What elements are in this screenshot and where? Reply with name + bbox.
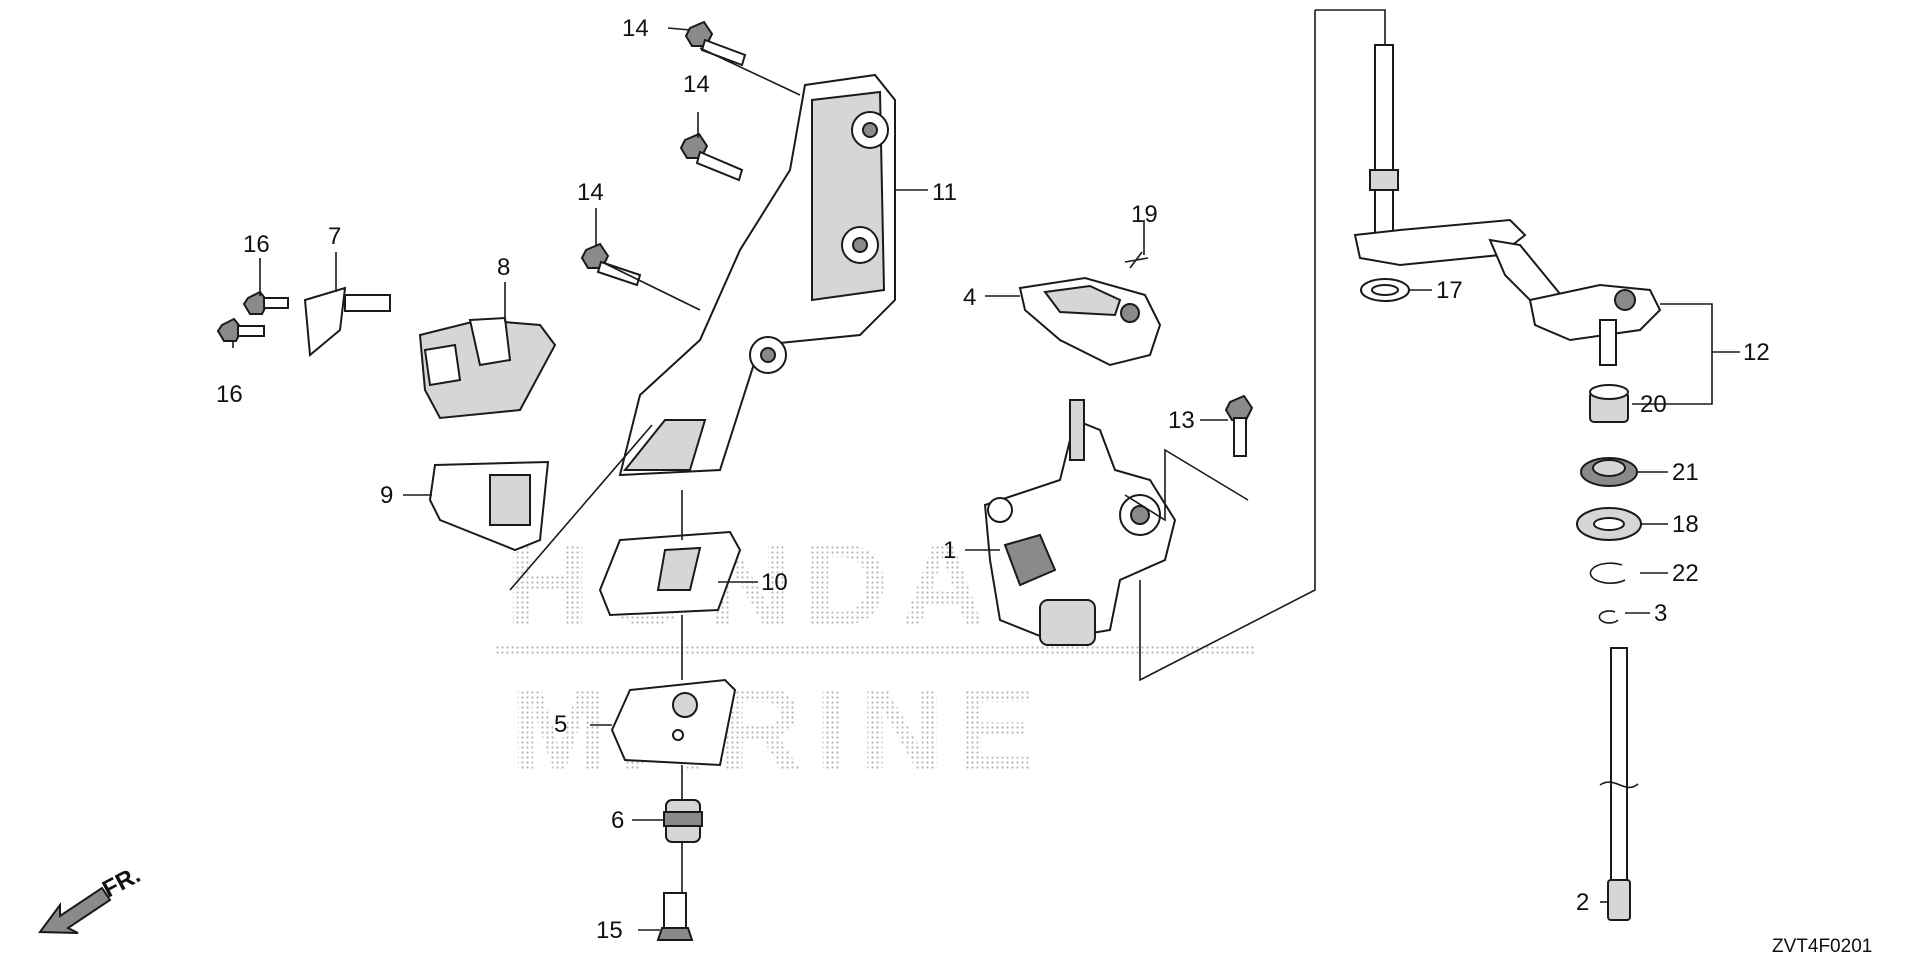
leader-lines — [232, 9, 1740, 931]
bolt-14-left — [580, 242, 642, 287]
watermark: HONDA MARINE — [495, 519, 1255, 796]
part-6-collar — [663, 799, 703, 843]
bolt-16-lower — [216, 317, 265, 342]
watermark-line-2: MARINE — [510, 664, 1047, 796]
part-11-shift-bracket — [618, 73, 896, 477]
front-direction-arrow: FR. — [38, 861, 145, 934]
callout-5: 5 — [554, 711, 567, 738]
bolt-16-upper — [242, 290, 289, 315]
callout-20: 20 — [1640, 391, 1667, 418]
watermark-line-1: HONDA — [505, 519, 998, 651]
callout-17: 17 — [1436, 277, 1463, 304]
callout-4: 4 — [963, 284, 976, 311]
callout-numbers: 14 14 14 11 19 4 16 16 7 8 9 10 5 6 15 1… — [216, 15, 1770, 944]
part-9-rubber-plate — [428, 460, 550, 552]
part-10-rubber-pad — [598, 530, 742, 617]
callout-14-middle: 14 — [683, 71, 710, 98]
callout-11: 11 — [932, 179, 957, 206]
bolt-14-top — [684, 20, 747, 67]
callout-1: 1 — [943, 537, 956, 564]
part-20-bushing — [1589, 384, 1629, 423]
callout-8: 8 — [497, 254, 510, 281]
part-5-plate — [610, 678, 737, 767]
callout-14-top: 14 — [622, 15, 649, 42]
callout-12: 12 — [1743, 339, 1770, 366]
callout-7: 7 — [328, 223, 341, 250]
callout-9: 9 — [380, 482, 393, 509]
part-17-washer — [1360, 278, 1410, 302]
diagram-code: ZVT4F0201 — [1772, 936, 1872, 957]
callout-10: 10 — [761, 569, 788, 596]
callout-15: 15 — [596, 917, 623, 944]
callout-18: 18 — [1672, 511, 1699, 538]
part-3-e-ring — [1598, 610, 1619, 624]
part-2-shift-rod — [1599, 647, 1639, 921]
callout-3: 3 — [1654, 600, 1667, 627]
bolt-13 — [1224, 394, 1254, 457]
part-8-bracket — [418, 316, 557, 420]
bolt-15 — [656, 892, 694, 941]
callout-21: 21 — [1672, 459, 1699, 486]
callout-2: 2 — [1576, 889, 1589, 916]
part-21-oil-seal — [1580, 457, 1638, 487]
callout-16-upper: 16 — [243, 231, 270, 258]
callout-14-left: 14 — [577, 179, 604, 206]
bolt-14-middle — [679, 132, 744, 182]
part-22-circlip — [1589, 562, 1626, 584]
part-12-shift-rod-arm — [1353, 44, 1662, 366]
callout-19: 19 — [1131, 201, 1158, 228]
callout-16-lower: 16 — [216, 381, 243, 408]
part-18-washer — [1576, 507, 1642, 541]
part-19-clip — [1124, 251, 1149, 269]
part-1-shift-assembly — [983, 399, 1177, 646]
part-7-pin-plate — [303, 286, 391, 357]
callout-13: 13 — [1168, 407, 1195, 434]
callout-22: 22 — [1672, 560, 1699, 587]
part-4-shift-arm — [1018, 276, 1162, 367]
callout-6: 6 — [611, 807, 624, 834]
